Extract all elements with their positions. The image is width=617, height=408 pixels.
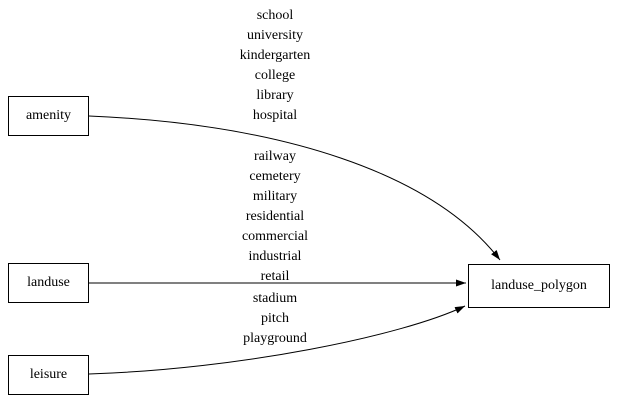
edge-labels-amenity: school university kindergarten college l…	[180, 6, 370, 126]
edge-label-line: school	[256, 8, 294, 23]
edge-amenity-to-landuse-polygon	[88, 115, 501, 261]
edge-label-line: cemetery	[249, 169, 301, 184]
edge-label-line: railway	[254, 149, 296, 164]
node-amenity-label: amenity	[25, 108, 72, 123]
node-leisure-label: leisure	[29, 367, 68, 382]
edge-label-line: residential	[245, 209, 305, 224]
edge-labels-landuse: railway cemetery military residential co…	[180, 147, 370, 287]
edge-label-line: retail	[260, 269, 290, 284]
edge-labels-leisure: stadium pitch playground	[180, 289, 370, 349]
edge-label-line: playground	[243, 331, 307, 346]
edge-label-line: military	[252, 189, 298, 204]
edge-label-line: university	[247, 28, 303, 43]
node-landuse-label: landuse	[27, 275, 70, 290]
node-landuse-polygon-label: landuse_polygon	[491, 278, 587, 293]
edge-label-line: commercial	[241, 229, 309, 244]
node-leisure: leisure	[8, 355, 89, 395]
edge-label-line: college	[254, 68, 296, 83]
node-amenity: amenity	[8, 96, 89, 136]
edge-label-line: hospital	[252, 108, 298, 123]
edge-label-line: library	[256, 88, 294, 103]
edge-leisure-to-landuse-polygon	[88, 305, 466, 375]
edge-label-line: stadium	[252, 291, 298, 306]
node-landuse-polygon: landuse_polygon	[468, 264, 610, 308]
node-landuse: landuse	[8, 263, 89, 303]
edge-label-line: industrial	[248, 249, 302, 264]
edge-label-line: kindergarten	[239, 48, 311, 63]
edge-label-line: pitch	[261, 311, 289, 326]
